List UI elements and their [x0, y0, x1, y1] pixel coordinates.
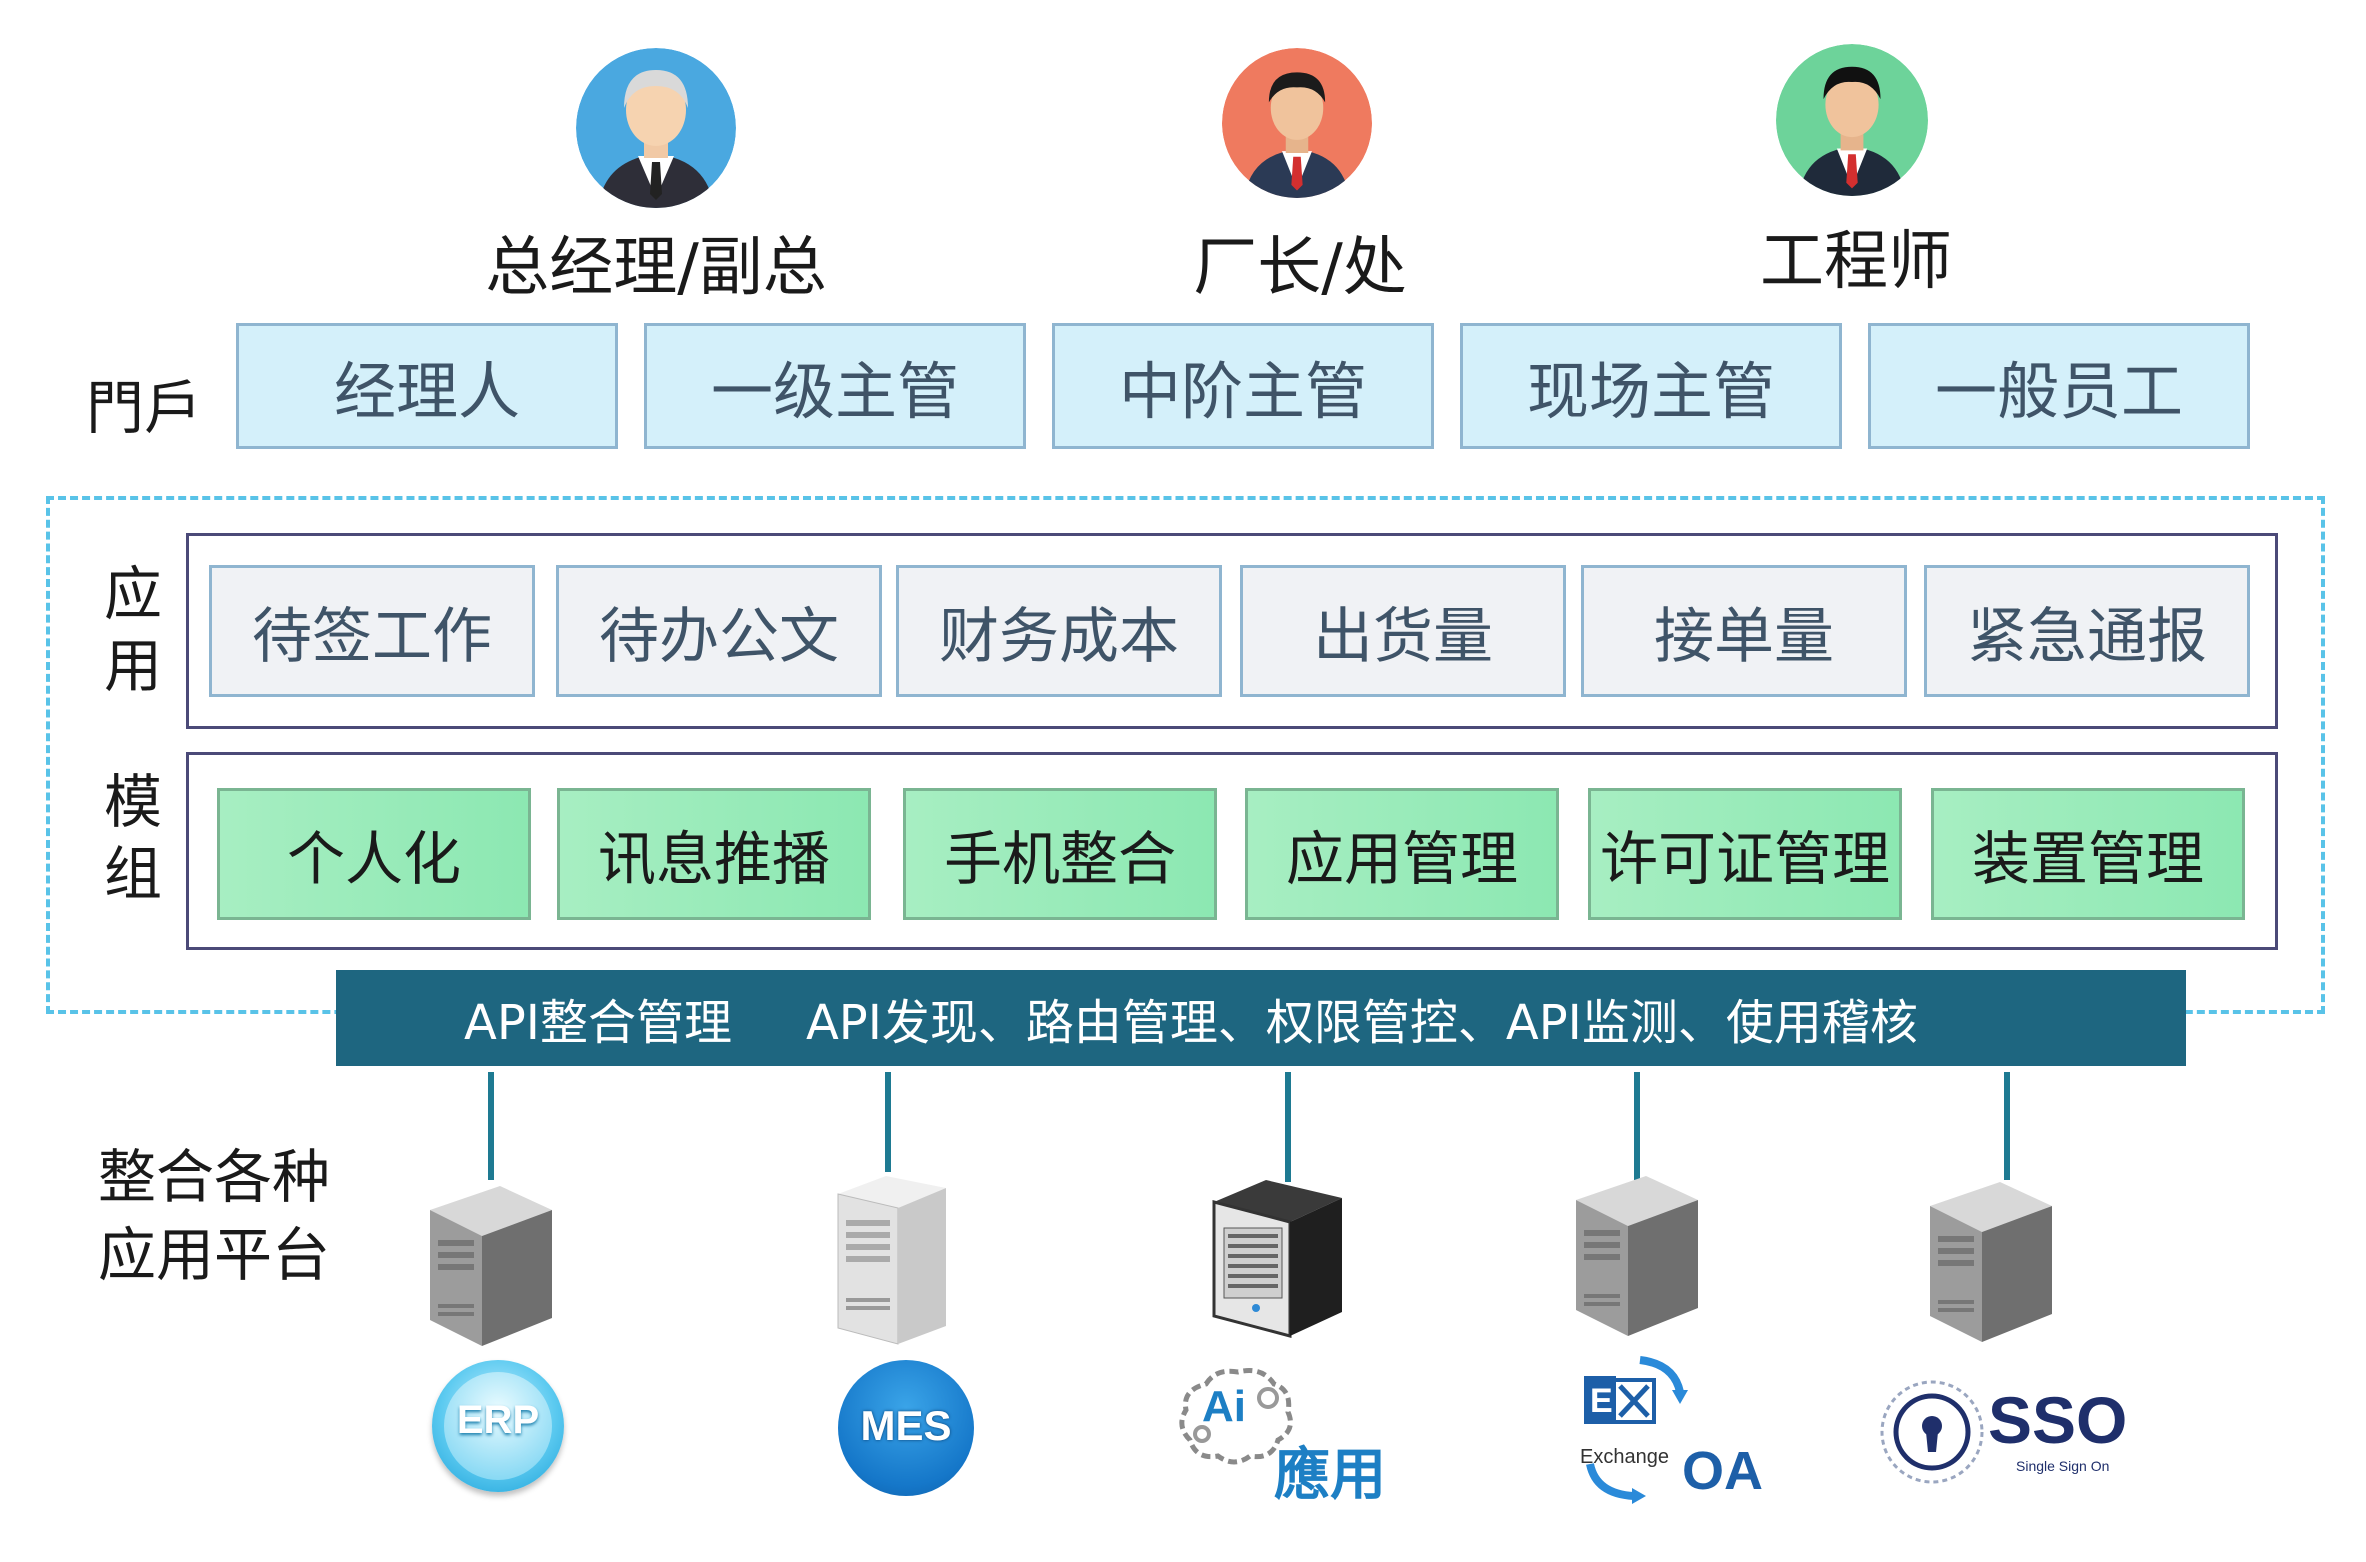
brain-gear-icon [1179, 1368, 1293, 1465]
oa-logo-caption: OA [1682, 1441, 1763, 1501]
ai-brain-logo: Ai 應用 [1176, 1364, 1406, 1508]
app-item-finance-cost[interactable]: 财务成本 [896, 565, 1222, 697]
api-bar-features: API发现、路由管理、权限管控、API监测、使用稽核 [805, 995, 1918, 1051]
app-item-pending-sign[interactable]: 待签工作 [209, 565, 535, 697]
ai-logo-caption: 應用 [1274, 1443, 1386, 1508]
exchange-logo: E Exchange OA [1576, 1356, 1776, 1506]
app-item-order-volume[interactable]: 接单量 [1581, 565, 1907, 697]
sso-logo-text: SSO [1988, 1383, 2128, 1457]
platform-label: 整合各种应用平台 [98, 1143, 331, 1289]
sso-server-icon [1930, 1182, 2052, 1342]
lock-icon [1880, 1380, 1984, 1484]
connector-line-mes [885, 1072, 891, 1172]
role-label-engineer: 工程师 [1760, 225, 1952, 299]
connector-line-ai [1285, 1072, 1291, 1182]
erp-logo: ERP [432, 1360, 564, 1492]
portal-item-general-staff[interactable]: 一般员工 [1868, 323, 2250, 449]
mes-server-icon [837, 1176, 946, 1345]
portal-item-site-supervisor[interactable]: 现场主管 [1460, 323, 1842, 449]
plant-manager-avatar [1222, 48, 1372, 198]
module-item-device-management[interactable]: 装置管理 [1931, 788, 2245, 920]
role-label-senior-manager: 总经理/副总 [485, 231, 827, 305]
role-label-plant-manager: 厂长/处 [1193, 231, 1407, 305]
engineer-avatar [1776, 44, 1928, 196]
exchange-logo-sub: Exchange [1580, 1446, 1669, 1468]
erp-logo-text: ERP [456, 1398, 540, 1442]
ai-server-icon [1212, 1180, 1342, 1338]
oa-server-icon [1576, 1176, 1698, 1336]
ai-logo-text: Ai [1202, 1382, 1246, 1431]
exchange-arrows-icon [1584, 1356, 1688, 1504]
portal-item-mid-level-supervisor[interactable]: 中阶主管 [1052, 323, 1434, 449]
module-item-push-notification[interactable]: 讯息推播 [557, 788, 871, 920]
sso-lock-logo: SSO Single Sign On [1876, 1376, 2136, 1488]
app-item-urgent-notice[interactable]: 紧急通报 [1924, 565, 2250, 697]
app-layer-label: 应用 [104, 560, 163, 700]
exchange-logo-letter: E [1590, 1382, 1613, 1420]
app-item-pending-documents[interactable]: 待办公文 [556, 565, 882, 697]
module-panel [186, 752, 2278, 950]
senior-manager-avatar [576, 48, 736, 208]
module-item-app-management[interactable]: 应用管理 [1245, 788, 1559, 920]
connector-line-sso [2004, 1072, 2010, 1180]
api-integration-bar: API整合管理 API发现、路由管理、权限管控、API监测、使用稽核 [336, 970, 2186, 1066]
mes-logo: MES [838, 1360, 974, 1496]
connector-line-oa [1634, 1072, 1640, 1180]
sso-logo-sub: Single Sign On [2016, 1458, 2110, 1474]
portal-label: 門戶 [86, 374, 203, 442]
api-bar-title: API整合管理 [464, 995, 732, 1051]
portal-item-manager[interactable]: 经理人 [236, 323, 618, 449]
module-item-license-management[interactable]: 许可证管理 [1588, 788, 1902, 920]
app-item-shipment-volume[interactable]: 出货量 [1240, 565, 1566, 697]
connector-line-erp [488, 1072, 494, 1180]
module-item-mobile-integration[interactable]: 手机整合 [903, 788, 1217, 920]
module-layer-label: 模组 [104, 768, 163, 908]
portal-item-first-level-supervisor[interactable]: 一级主管 [644, 323, 1026, 449]
mes-logo-text: MES [860, 1402, 952, 1449]
module-item-personalization[interactable]: 个人化 [217, 788, 531, 920]
erp-server-icon [430, 1186, 552, 1346]
